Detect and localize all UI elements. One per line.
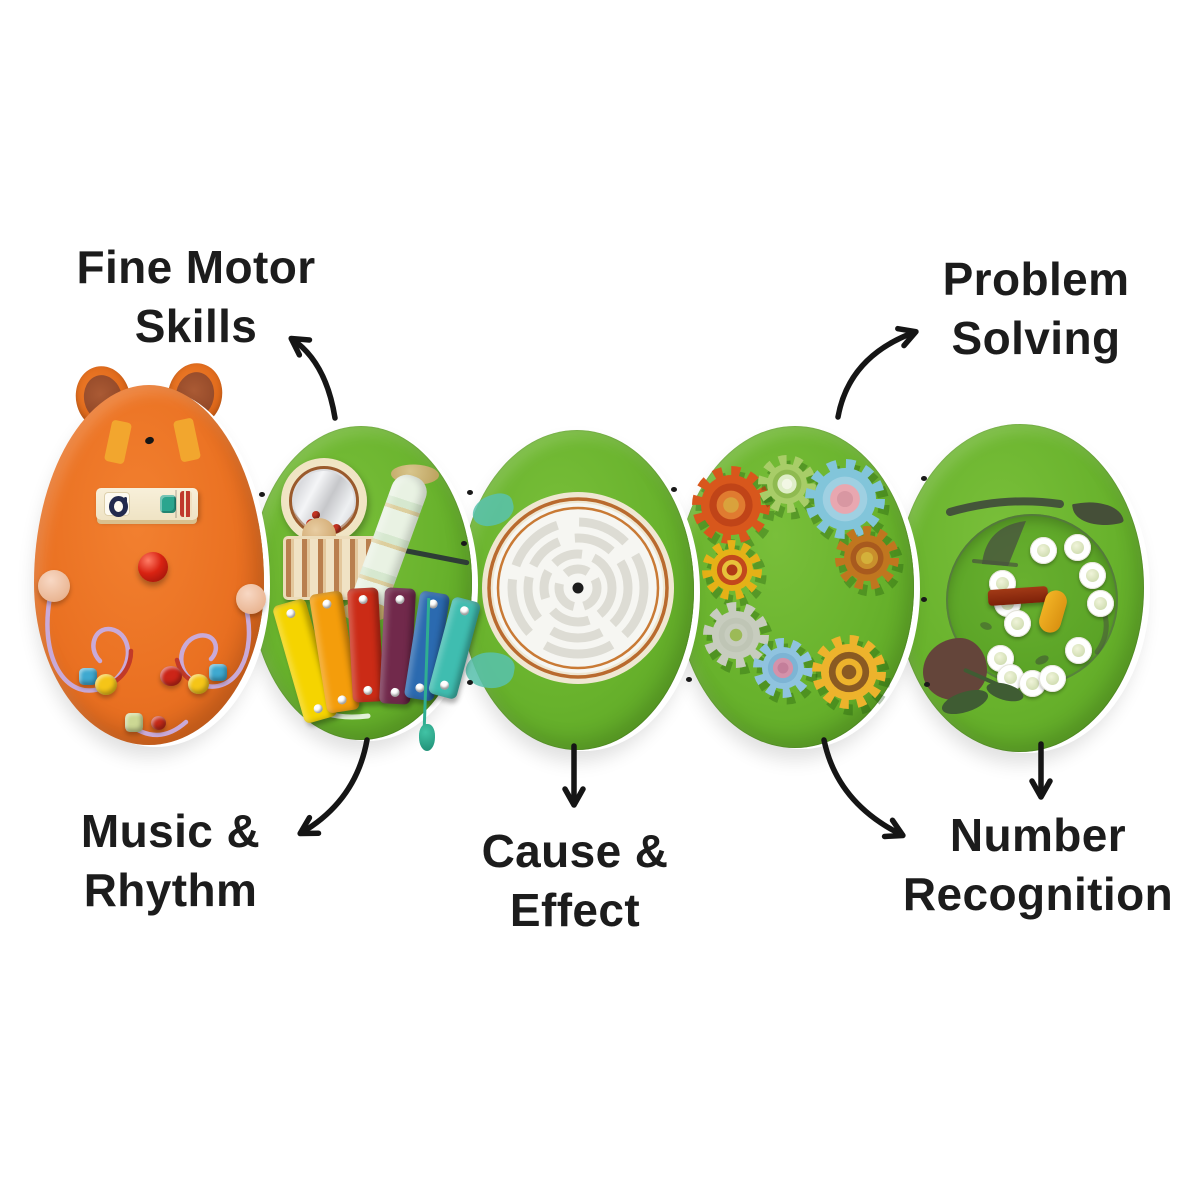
panel-problem-solving [676,426,914,748]
screw-dot [467,680,473,685]
label-line: Music & [80,805,261,857]
letter-block [104,492,130,517]
red-ball-knob [138,552,168,582]
number-disc [1065,637,1092,664]
label-line: Problem [942,253,1130,305]
screw-dot [259,492,265,497]
maze-bead [125,713,143,732]
panel-number-recognition [896,424,1144,752]
drum-bead [312,511,320,519]
gear [812,635,891,716]
gear [835,526,904,597]
side-knob-right [236,584,266,614]
maze-bead [151,716,166,730]
letter-block-striped [180,491,192,517]
gear [758,455,821,520]
letter-block-bar [96,488,198,520]
label-music-rhythm: Music & Rhythm [28,802,313,920]
slider-slot [946,497,1064,516]
label-cause-effect: Cause & Effect [430,822,720,940]
label-fine-motor-skills: Fine Motor Skills [40,238,352,356]
number-disc [1039,665,1066,692]
side-knob-left [38,570,70,602]
label-line: Fine Motor [76,241,316,293]
label-line: Solving [951,311,1121,364]
screw-dot [671,487,677,492]
screw-dot [686,677,692,682]
label-line: Number [949,809,1127,861]
gear [805,459,890,546]
xylophone-bar [347,587,384,703]
number-disc [1079,562,1106,589]
drum-bead [332,524,341,533]
label-line: Recognition [902,867,1174,920]
gear [702,540,767,607]
maze-center-knob [572,582,584,594]
letter-bar-groove [175,490,177,518]
maze-bead [160,666,182,686]
label-line: Rhythm [83,863,258,916]
screw-dot [461,541,467,546]
maze-bead [95,674,117,695]
maze-bead [209,664,227,681]
number-disc [1004,610,1031,637]
label-number-recognition: Number Recognition [872,806,1200,924]
gear [692,466,775,551]
screw-dot [921,597,927,602]
circular-maze [482,492,674,684]
screw-dot [921,476,927,481]
maze-bead [79,668,97,685]
mallet-head [419,724,435,751]
gear [753,638,818,705]
label-problem-solving: Problem Solving [880,250,1192,368]
letter-block-teal [160,495,176,513]
panel-cause-effect [460,430,694,750]
maze-walls [507,517,649,659]
label-line: Cause & [481,825,669,877]
label-line: Effect [509,883,641,936]
screw-dot [467,490,473,495]
gear [703,602,774,675]
panel-head-fine-motor [32,352,268,752]
gear-train [692,455,904,716]
panel-music-rhythm [250,426,482,751]
number-disc [1064,534,1091,561]
screw-dot [924,682,930,687]
maze-bead [188,674,209,694]
label-line: Skills [134,299,258,352]
number-disc [1087,590,1114,617]
number-disc [1030,537,1057,564]
